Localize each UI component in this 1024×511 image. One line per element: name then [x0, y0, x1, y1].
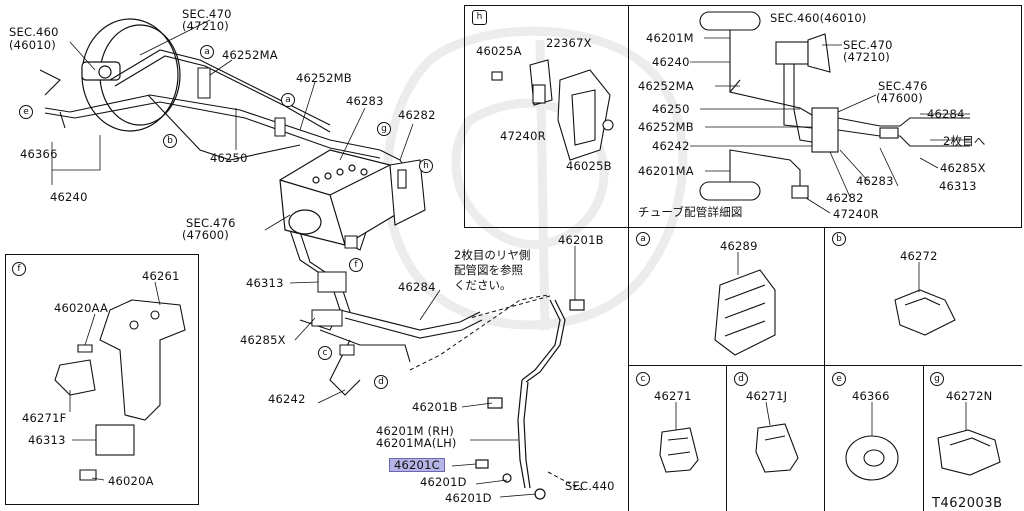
- label-46313: 46313: [246, 276, 284, 290]
- label-46366-part: 46366: [852, 389, 890, 403]
- label-sec460: SEC.460: [9, 25, 59, 39]
- note-rear-piping-line1: 2枚目のリヤ側: [454, 248, 531, 262]
- label-46250: 46250: [210, 151, 248, 165]
- clip-leaders: [675, 252, 967, 436]
- note-rear-piping-line3: ください。: [454, 278, 512, 292]
- panel-d-tag: d: [734, 372, 748, 386]
- brake-hose: [475, 299, 585, 500]
- tube-46252ma: 46252MA: [638, 79, 694, 93]
- label-46282: 46282: [398, 108, 436, 122]
- abs-actuator: [279, 149, 396, 246]
- label-46201ma: 46201MA(LH): [376, 436, 457, 450]
- panel-c-tag: c: [636, 372, 650, 386]
- panel-frames: [5, 5, 1022, 511]
- label-46272: 46272: [900, 249, 938, 263]
- label-46025b: 46025B: [566, 159, 612, 173]
- label-46252mb: 46252MB: [296, 71, 352, 85]
- label-46271f: 46271F: [22, 411, 67, 425]
- callout-g[interactable]: g: [377, 122, 391, 136]
- panel-f-parts: [54, 299, 186, 481]
- label-sec460-num: (46010): [9, 38, 56, 52]
- panel-f-tag: f: [12, 262, 26, 276]
- label-sec470: SEC.470: [182, 7, 232, 21]
- callout-c[interactable]: c: [318, 346, 332, 360]
- label-46272n: 46272N: [946, 389, 993, 403]
- label-46261: 46261: [142, 269, 180, 283]
- reference-lines: [409, 294, 583, 491]
- panel-a-tag: a: [636, 232, 650, 246]
- label-46201d-b: 46201D: [445, 491, 492, 505]
- clip-parts: [659, 269, 1001, 481]
- label-sec440: SEC.440: [565, 479, 615, 493]
- label-22367x: 22367X: [546, 36, 592, 50]
- leader-lines: [51, 19, 576, 498]
- tube-46201ma: 46201MA: [638, 164, 694, 178]
- callout-a-1[interactable]: a: [200, 45, 214, 59]
- label-46240: 46240: [50, 190, 88, 204]
- callout-b[interactable]: b: [163, 134, 177, 148]
- label-46020a: 46020A: [108, 474, 154, 488]
- tube-46285x: 46285X: [940, 161, 986, 175]
- tube-note-sheet2: 2枚目へ: [943, 134, 986, 148]
- tube-47240r: 47240R: [833, 207, 879, 221]
- label-46201c-highlighted[interactable]: 46201C: [389, 458, 445, 472]
- tube-sec470: SEC.470: [843, 38, 893, 52]
- callout-e[interactable]: e: [19, 105, 33, 119]
- tube-sec476: SEC.476: [878, 79, 928, 93]
- tube-sec470-num: (47210): [843, 50, 890, 64]
- label-46025a: 46025A: [476, 44, 522, 58]
- label-46201d-a: 46201D: [420, 475, 467, 489]
- callout-f[interactable]: f: [349, 258, 363, 272]
- panel-b-tag: b: [832, 232, 846, 246]
- tube-clips: [197, 67, 358, 356]
- label-sec476-num: (47600): [182, 228, 229, 242]
- label-46201m: 46201M (RH): [376, 424, 454, 438]
- label-sec470-num: (47210): [182, 19, 229, 33]
- tube-46240: 46240: [652, 55, 690, 69]
- diagram-code: T462003B: [932, 496, 1003, 511]
- callout-d[interactable]: d: [374, 375, 388, 389]
- label-47240r: 47240R: [500, 129, 546, 143]
- panel-f-leaders: [69, 281, 161, 481]
- label-46284: 46284: [398, 280, 436, 294]
- label-46271: 46271: [654, 389, 692, 403]
- label-46271j: 46271J: [746, 389, 788, 403]
- label-46201b-mid: 46201B: [412, 400, 458, 414]
- label-46020aa: 46020AA: [54, 301, 109, 315]
- tube-46282: 46282: [826, 191, 864, 205]
- panel-h-parts: [491, 59, 614, 161]
- callout-h[interactable]: h: [419, 159, 433, 173]
- tube-sec460: SEC.460(46010): [770, 11, 867, 25]
- label-sec476: SEC.476: [186, 216, 236, 230]
- label-46285x: 46285X: [240, 333, 286, 347]
- tube-46201m: 46201M: [646, 31, 694, 45]
- note-rear-piping-line2: 配管図を参照: [454, 263, 523, 277]
- label-46283: 46283: [346, 94, 384, 108]
- actuator-bracket: [389, 159, 426, 226]
- callout-a-2[interactable]: a: [281, 93, 295, 107]
- tube-schematic: [699, 11, 970, 201]
- tube-46250: 46250: [652, 102, 690, 116]
- label-46289: 46289: [720, 239, 758, 253]
- panel-h-tag: h: [472, 10, 487, 25]
- tube-46252mb: 46252MB: [638, 120, 694, 134]
- label-46201b-top: 46201B: [558, 233, 604, 247]
- label-46366: 46366: [20, 147, 58, 161]
- panel-e-tag: e: [832, 372, 846, 386]
- tube-46283: 46283: [856, 174, 894, 188]
- tube-sec476-num: (47600): [876, 91, 923, 105]
- tube-46284: 46284: [927, 107, 965, 121]
- tube-46242: 46242: [652, 139, 690, 153]
- panel-g-tag: g: [930, 372, 944, 386]
- tube-caption: チューブ配管詳細図: [638, 205, 743, 219]
- label-46252ma: 46252MA: [222, 48, 278, 62]
- tube-46313: 46313: [939, 179, 977, 193]
- label-panel-f-46313: 46313: [28, 433, 66, 447]
- schematic-leaders: [690, 37, 970, 214]
- label-46242: 46242: [268, 392, 306, 406]
